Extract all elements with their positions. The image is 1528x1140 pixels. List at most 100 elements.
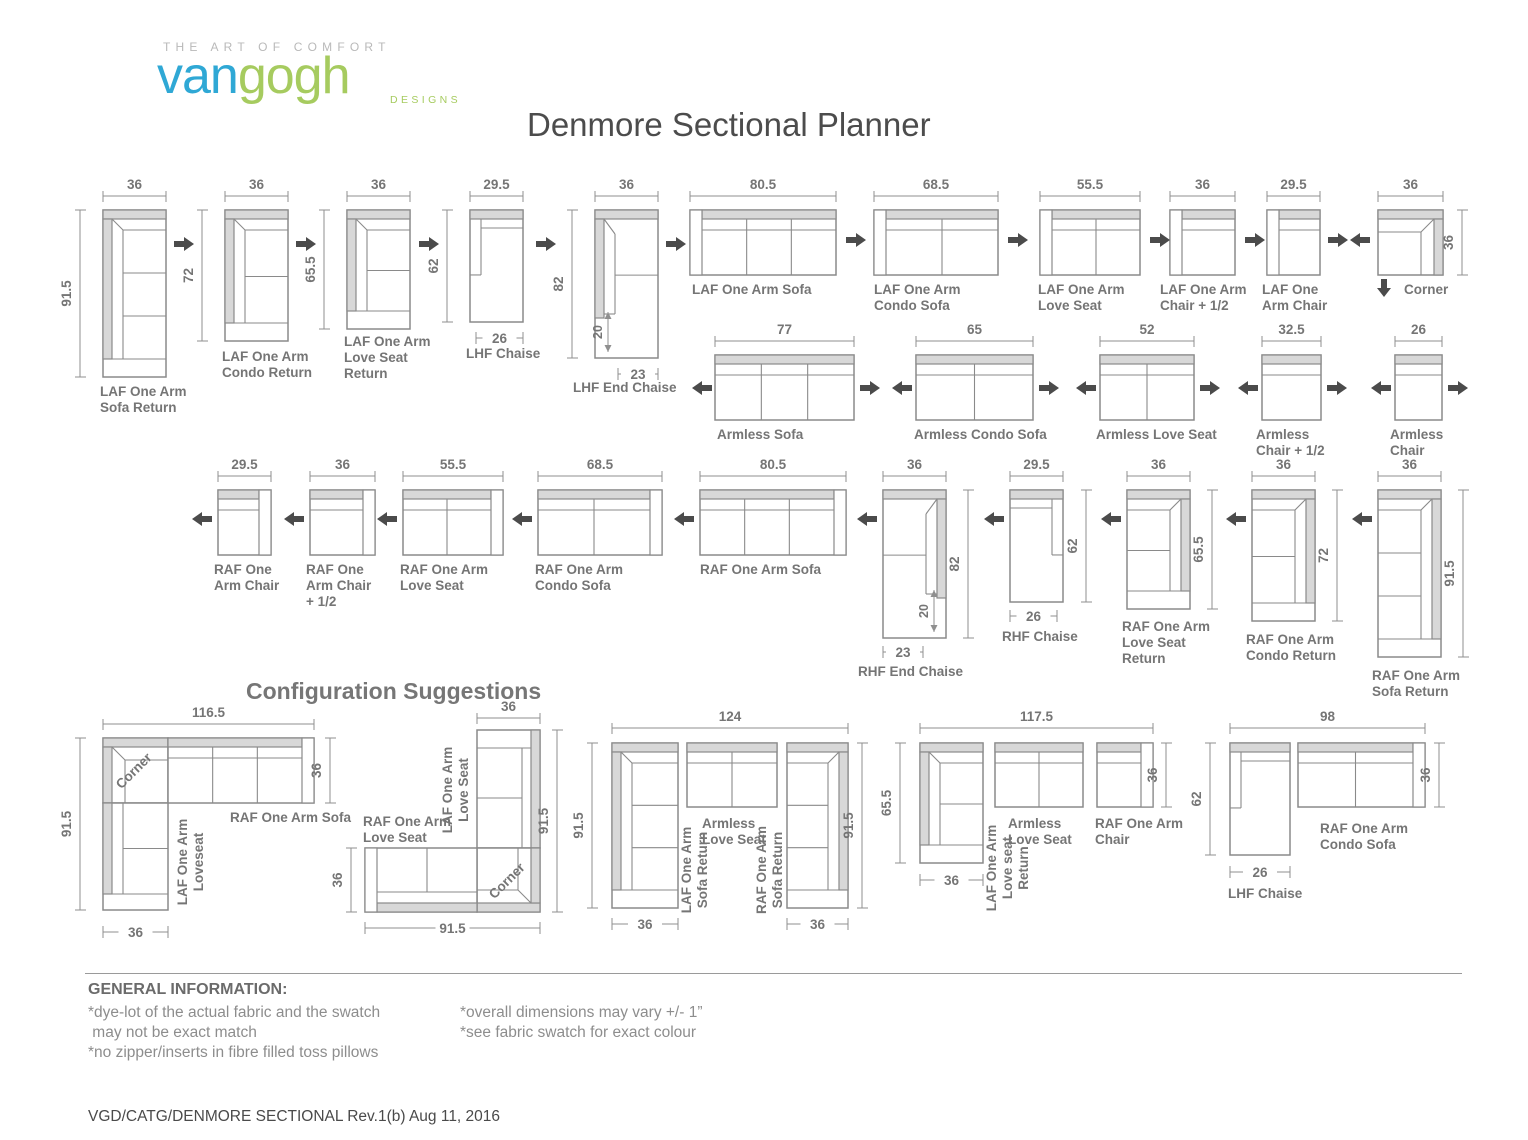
svg-text:20: 20 xyxy=(591,325,605,339)
dimension: 72 xyxy=(1316,489,1343,622)
piece-label: LAF One ArmLove seatReturn xyxy=(984,825,1031,912)
dimension: 91.5 xyxy=(364,921,541,936)
connector-arrow xyxy=(1008,233,1028,247)
connector-arrow xyxy=(1200,381,1220,395)
svg-text:Armless Love Seat: Armless Love Seat xyxy=(1096,427,1217,442)
dimension: 36 xyxy=(309,457,376,482)
svg-text:36: 36 xyxy=(619,177,635,192)
svg-text:RAF One Arm Sofa: RAF One Arm Sofa xyxy=(700,562,822,577)
svg-text:Corner: Corner xyxy=(1404,282,1449,297)
cfg4-raf-one-arm-chair xyxy=(1096,742,1154,808)
svg-text:RHF Chaise: RHF Chaise xyxy=(1002,629,1078,644)
svg-text:LAF One Arm Sofa: LAF One Arm Sofa xyxy=(692,282,812,297)
dimension: 36 xyxy=(224,177,289,202)
svg-text:26: 26 xyxy=(1411,322,1427,337)
svg-text:RAF One ArmLove Seat: RAF One ArmLove Seat xyxy=(363,814,451,845)
svg-text:62: 62 xyxy=(1065,538,1080,553)
svg-text:68.5: 68.5 xyxy=(587,457,614,472)
raf-one-arm-condo-return xyxy=(1251,489,1316,622)
general-information-notes-right: *overall dimensions may vary +/- 1”*see … xyxy=(460,1003,703,1043)
dimension: 36 xyxy=(594,177,659,202)
connector-arrow xyxy=(1328,233,1348,247)
svg-text:29.5: 29.5 xyxy=(1023,457,1050,472)
svg-text:72: 72 xyxy=(181,268,196,283)
piece-label: Armless Love Seat xyxy=(1096,427,1217,442)
armless-sofa xyxy=(714,354,855,421)
connector-arrow xyxy=(860,381,880,395)
connector-arrow xyxy=(674,512,694,526)
piece-label: Armless Sofa xyxy=(717,427,804,442)
dimension: 80.5 xyxy=(699,457,847,482)
svg-text:80.5: 80.5 xyxy=(750,177,777,192)
dimension: 65 xyxy=(915,322,1034,347)
dimension: 116.5 xyxy=(102,705,315,730)
svg-text:91.5: 91.5 xyxy=(571,812,586,839)
svg-text:20: 20 xyxy=(917,604,931,618)
dimension: 36 xyxy=(1377,457,1442,482)
dimension: 82 xyxy=(551,209,578,359)
connector-arrow xyxy=(174,237,194,251)
dimension: 20 xyxy=(917,590,938,632)
dimension: 55.5 xyxy=(1039,177,1141,202)
connector-arrow xyxy=(1150,233,1170,247)
connector-arrow xyxy=(857,512,877,526)
dimension: 36 xyxy=(919,873,984,888)
dimension: 68.5 xyxy=(873,177,999,202)
dimension: 32.5 xyxy=(1261,322,1322,347)
svg-text:36: 36 xyxy=(128,925,144,940)
dimension: 36 xyxy=(786,917,849,932)
svg-text:LAF One ArmLove Seat: LAF One ArmLove Seat xyxy=(440,747,471,834)
svg-text:36: 36 xyxy=(330,872,345,888)
laf-one-arm-sofa xyxy=(689,209,837,276)
svg-text:91.5: 91.5 xyxy=(841,812,856,839)
dimension: 36 xyxy=(882,457,947,482)
connector-arrow xyxy=(1238,381,1258,395)
dimension: 65.5 xyxy=(1191,489,1218,610)
info-line: *dye-lot of the actual fabric and the sw… xyxy=(88,1004,381,1021)
connector-arrow xyxy=(984,512,1004,526)
svg-text:124: 124 xyxy=(719,709,742,724)
svg-text:36: 36 xyxy=(1195,177,1211,192)
svg-text:65: 65 xyxy=(967,322,983,337)
dimension: 36 xyxy=(1377,177,1444,202)
dimension: 36 xyxy=(330,847,357,913)
info-line: *see fabric swatch for exact colour xyxy=(460,1024,697,1041)
piece-label: LAF One ArmLoveseat xyxy=(175,819,206,906)
raf-one-arm-sofa xyxy=(699,489,847,556)
piece-label: RAF One Arm Sofa xyxy=(230,810,352,825)
dimension: 52 xyxy=(1099,322,1195,347)
dimension: 36 xyxy=(476,699,541,724)
dimension: 77 xyxy=(714,322,855,347)
svg-text:36: 36 xyxy=(501,699,517,714)
svg-text:36: 36 xyxy=(637,917,653,932)
connector-arrow xyxy=(536,237,556,251)
dimension: 23 xyxy=(882,645,924,660)
dimension: 55.5 xyxy=(402,457,504,482)
dimension: 36 xyxy=(1251,457,1316,482)
dimension: 36 xyxy=(1418,742,1445,808)
svg-text:26: 26 xyxy=(492,331,508,346)
dimension: 36 xyxy=(102,925,169,940)
raf-one-arm-chair-plus-half xyxy=(309,489,376,556)
svg-text:LAF One ArmLove seatReturn: LAF One ArmLove seatReturn xyxy=(984,825,1031,912)
svg-text:26: 26 xyxy=(1026,609,1042,624)
piece-label: RAF One ArmSofa Return xyxy=(754,826,785,914)
lhf-end-chaise xyxy=(594,209,659,359)
piece-label: LAF One ArmLove Seat xyxy=(440,747,471,834)
svg-text:RAF One ArmSofa Return: RAF One ArmSofa Return xyxy=(754,826,785,914)
laf-one-arm-love-seat xyxy=(1039,209,1141,276)
piece-label: LHF Chaise xyxy=(1228,886,1303,901)
